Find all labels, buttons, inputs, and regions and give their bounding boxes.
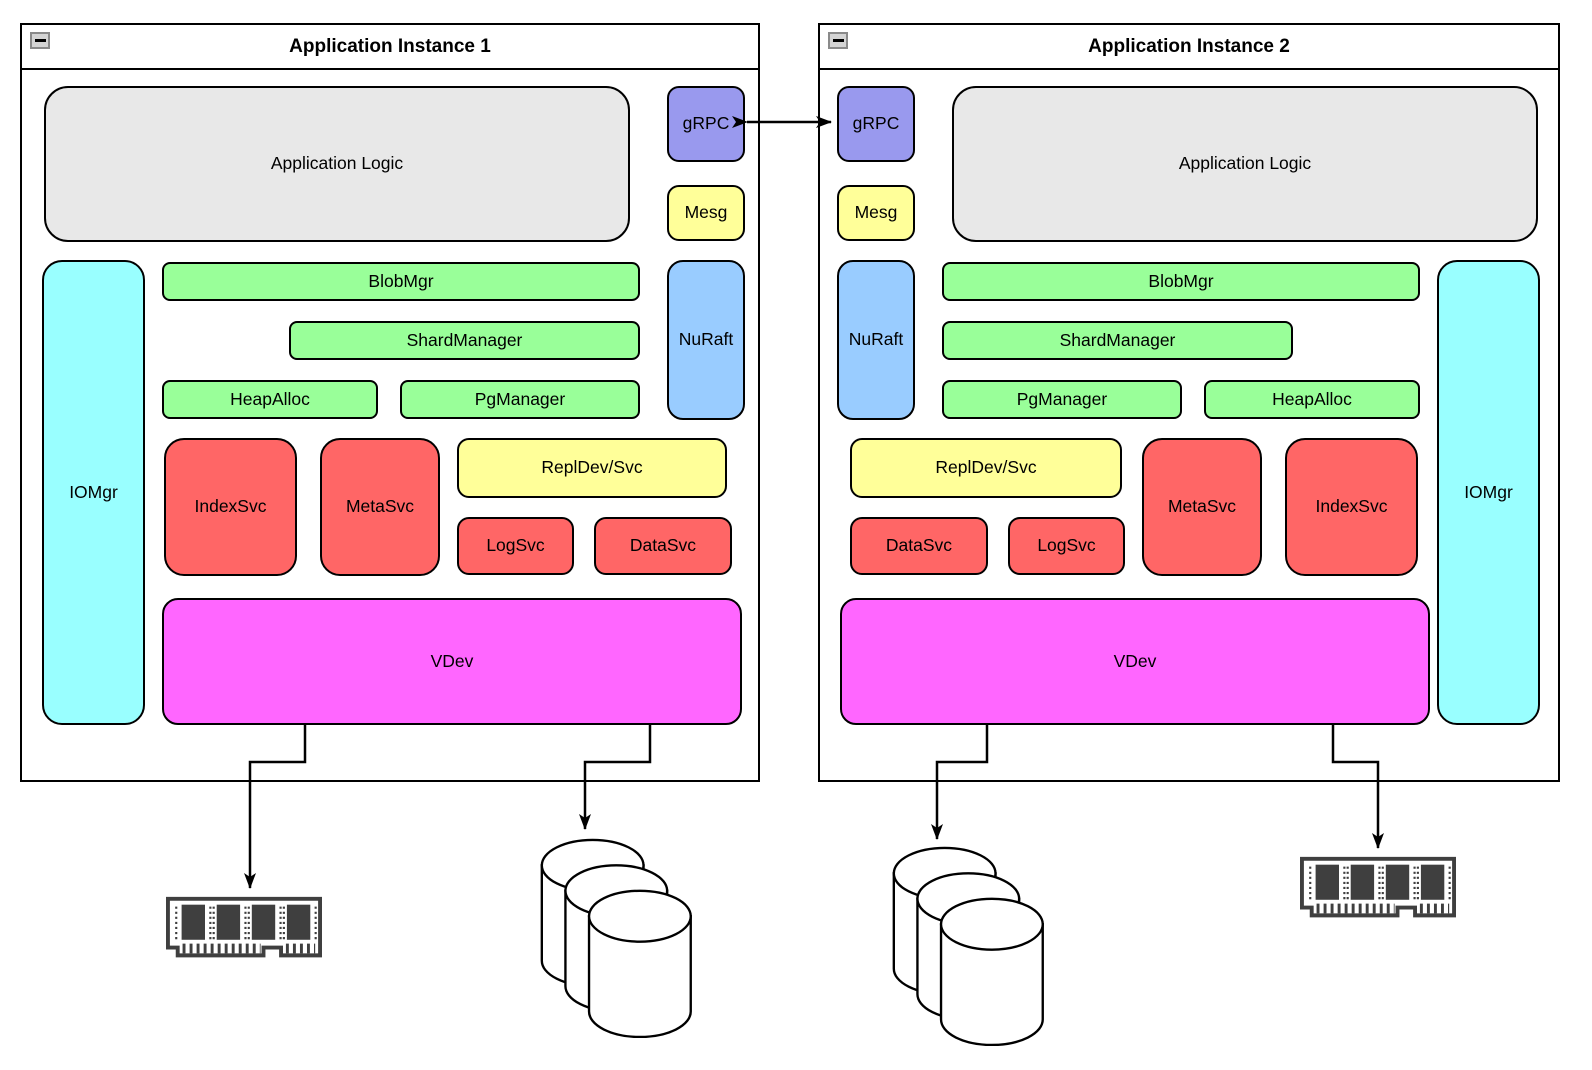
block-shardmanager: ShardManager (289, 321, 640, 360)
block-iomgr: IOMgr (1437, 260, 1540, 725)
minus-glyph (832, 39, 844, 42)
block-indexsvc: IndexSvc (164, 438, 297, 576)
instance2-title: Application Instance 2 (1088, 35, 1290, 57)
instance2-container: Application Instance 2 gRPC Mesg Applica… (818, 23, 1560, 782)
instance2-titlebar: Application Instance 2 (820, 25, 1558, 70)
instance1-titlebar: Application Instance 1 (22, 25, 758, 70)
disk-stack-icon (540, 838, 692, 1038)
block-logsvc: LogSvc (1008, 517, 1125, 575)
block-metasvc: MetaSvc (1142, 438, 1262, 576)
block-metasvc: MetaSvc (320, 438, 440, 576)
block-indexsvc: IndexSvc (1285, 438, 1418, 576)
block-blobmgr: BlobMgr (162, 262, 640, 301)
block-nuraft: NuRaft (667, 260, 745, 420)
block-vdev: VDev (840, 598, 1430, 725)
block-repldev-svc: ReplDev/Svc (850, 438, 1122, 498)
block-mesg: Mesg (667, 185, 745, 241)
block-app-logic: Application Logic (952, 86, 1538, 242)
block-mesg: Mesg (837, 185, 915, 241)
block-datasvc: DataSvc (594, 517, 732, 575)
block-nuraft: NuRaft (837, 260, 915, 420)
block-logsvc: LogSvc (457, 517, 574, 575)
block-app-logic: Application Logic (44, 86, 630, 242)
block-repldev-svc: ReplDev/Svc (457, 438, 727, 498)
memory-module-icon (1300, 856, 1456, 918)
block-heapalloc: HeapAlloc (162, 380, 378, 419)
block-grpc: gRPC (837, 86, 915, 162)
block-shardmanager: ShardManager (942, 321, 1293, 360)
block-grpc: gRPC (667, 86, 745, 162)
collapse-minus-icon[interactable] (30, 32, 50, 49)
block-heapalloc: HeapAlloc (1204, 380, 1420, 419)
block-pgmanager: PgManager (942, 380, 1182, 419)
instance1-container: Application Instance 1 Application Logic… (20, 23, 760, 782)
block-pgmanager: PgManager (400, 380, 640, 419)
instance1-title: Application Instance 1 (289, 35, 491, 57)
block-iomgr: IOMgr (42, 260, 145, 725)
block-datasvc: DataSvc (850, 517, 988, 575)
minus-glyph (34, 39, 46, 42)
memory-module-icon (166, 896, 322, 958)
block-blobmgr: BlobMgr (942, 262, 1420, 301)
collapse-minus-icon[interactable] (828, 32, 848, 49)
disk-stack-icon (892, 846, 1044, 1046)
block-vdev: VDev (162, 598, 742, 725)
